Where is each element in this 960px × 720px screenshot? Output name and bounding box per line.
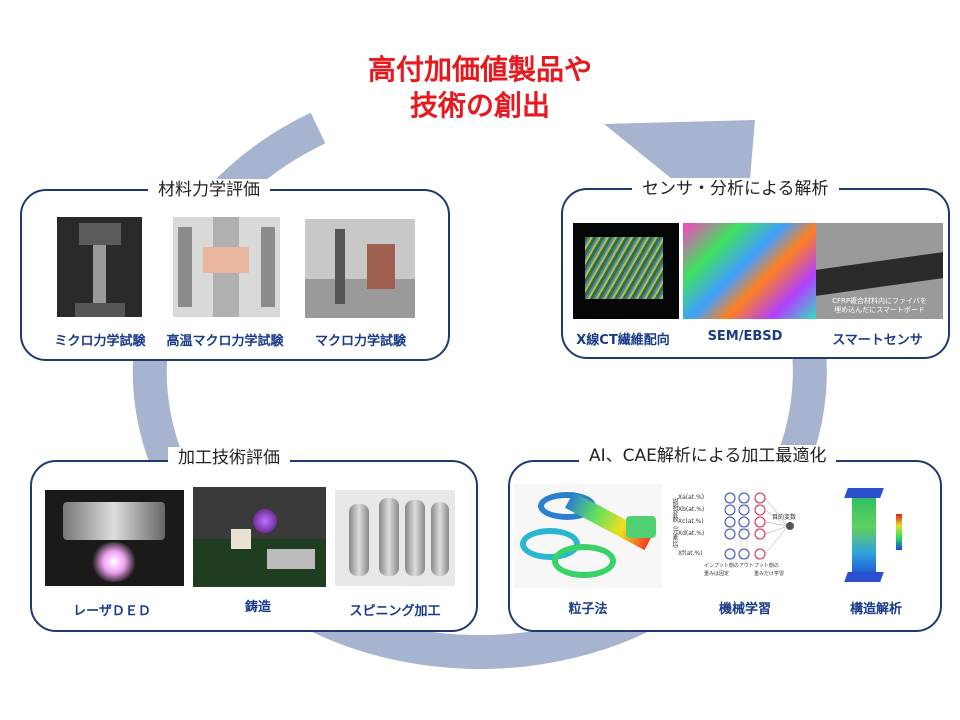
smart-sensor-overlay-line2: 埋め込んだにスマートボード [834, 306, 925, 314]
machine-learning-image: 説明変数（元素比） Xa(at.%) Xb(at.%) Xc(at.%) Xd(… [668, 490, 813, 582]
structural-analysis-image [838, 486, 918, 586]
casting-caption: 鋳造 [244, 600, 271, 615]
particle-method-caption: 粒子法 [568, 602, 608, 617]
spinning-caption: スピニング加工 [349, 604, 441, 619]
ml-input-3: Xc(at.%) [678, 518, 704, 525]
micro-test-image [57, 217, 142, 317]
ml-input-4: Xd(at.%) [678, 530, 705, 537]
casting-image [193, 487, 326, 587]
ai-cae-title: AI、CAE解析による加工最適化 [579, 445, 837, 467]
ml-note-1: インプット側のアウトプット側の [704, 563, 779, 569]
structural-analysis-caption: 構造解析 [849, 602, 902, 617]
neural-network-diagram [724, 492, 794, 560]
ml-input-5: Xf(at.%) [678, 550, 703, 557]
main-title-line1: 高付加価値製品や [367, 53, 592, 86]
ml-input-2: Xb(at.%) [678, 506, 705, 513]
machine-learning-caption: 機械学習 [718, 602, 771, 617]
ml-output-label: 目的変数 [772, 514, 797, 521]
sem-ebsd-image [683, 223, 816, 319]
xray-ct-image [573, 223, 679, 319]
main-title-line2: 技術の創出 [409, 89, 550, 122]
high-temp-macro-test-caption: 高温マクロ力学試験 [166, 334, 284, 349]
ml-side-label: 説明変数（元素比） [671, 498, 678, 552]
sem-ebsd-caption: SEM/EBSD [707, 329, 783, 344]
laser-ded-caption: レーザＤＥＤ [73, 604, 151, 619]
sensor-analysis-title: センサ・分析による解析 [632, 178, 839, 200]
process-technology-title: 加工技術評価 [168, 447, 290, 469]
smart-sensor-caption: スマートセンサ [832, 333, 923, 348]
ml-input-1: Xa(at.%) [678, 494, 705, 501]
smart-sensor-overlay-line1: CFRP複合材料内にファイバを [832, 297, 927, 305]
ml-note-3: 重みだけ学習 [754, 571, 785, 577]
macro-test-image [305, 219, 415, 318]
particle-method-image [514, 484, 662, 588]
high-temp-macro-test-image [173, 217, 280, 317]
material-mechanics-title: 材料力学評価 [148, 179, 270, 201]
ml-note-2: 重みは固定 [704, 571, 730, 577]
xray-ct-caption: X線CT繊維配向 [576, 333, 670, 348]
macro-test-caption: マクロ力学試験 [314, 334, 406, 349]
laser-ded-image [45, 490, 184, 586]
smart-sensor-image: CFRP複合材料内にファイバを 埋め込んだにスマートボード [816, 223, 943, 319]
spinning-image [335, 490, 455, 586]
micro-test-caption: ミクロ力学試験 [54, 334, 146, 349]
